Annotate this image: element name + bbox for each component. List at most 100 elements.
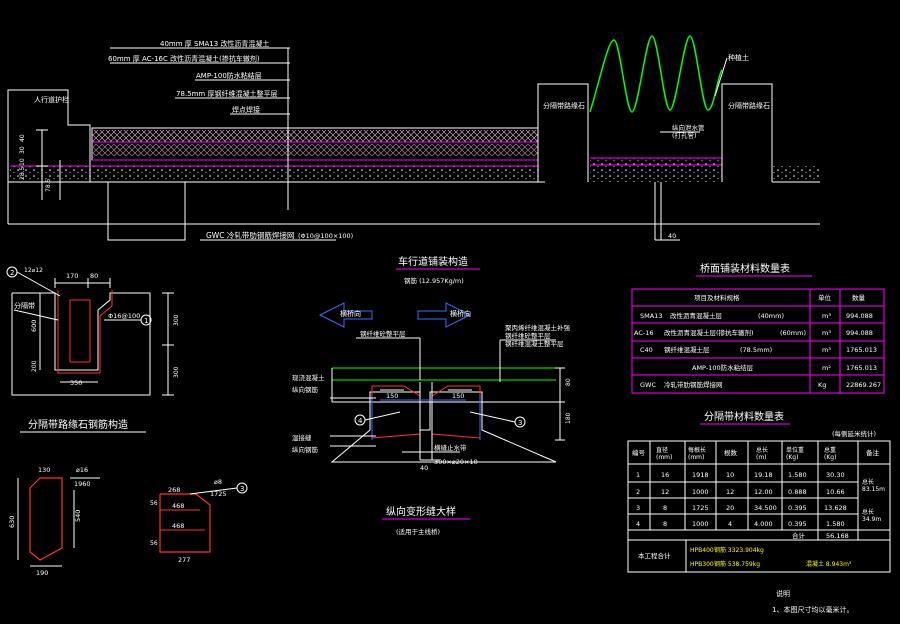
deck-header-2: 数量 [852,293,866,302]
girder-left [107,182,186,241]
curb-dim-top2: 80 [90,272,98,280]
median-cell: 19.18 [754,471,773,479]
dir-left: 横桥向 [340,309,361,318]
notes-item-1: 1、本图尺寸均以毫米计。 [772,605,853,614]
curb-detail [6,266,174,433]
median-row-1: 2 12 1000 12 12.00 0.888 10.66 [636,488,845,496]
deck-header-1: 单位 [818,293,832,302]
bar3-c: 468 [172,522,184,530]
median-h-2: 每根长(mm) [688,446,706,461]
median-h-5: 单位重(Kg) [786,446,804,461]
joint-label-1: 现浇混凝土 [292,373,325,382]
joint-dim-40: 40 [420,464,428,472]
deck-row-qty: 1765.013 [846,364,877,372]
bar1-h2: 540 [74,510,82,522]
median-cell: 10.66 [826,488,845,496]
joint-note-a: 钢纤维砼整平层 [360,329,406,338]
median-cell: 12 [661,488,669,496]
layer-label-5: 焊点焊接 [232,105,260,114]
bar3-d2: 56 [150,540,158,547]
curb-circle-1: 1 [144,317,148,325]
long-joint-subtitle: (适用于主线桥) [396,527,440,536]
bar1-bottom: 190 [36,569,48,577]
dim-40: 40 [19,134,26,142]
bar1-length: 1960 [74,480,91,488]
joint-label-2: 纵向钢筋 [292,385,319,394]
bar3-diameter: ⌀8 [214,478,222,486]
median-cell: 13.628 [824,504,847,512]
median-cell: 0.888 [788,488,807,496]
curb-circle-2: 2 [10,269,14,277]
curb-dim-bottom: 350 [70,379,82,387]
layer-label-4: 78.5mm 厚钢纤维混凝土整平层 [176,89,277,98]
deck-row-unit: Kg [818,381,826,389]
median-row-0: 1 16 1918 10 19.18 1.580 30.30 [636,471,845,479]
median-cell: 8 [663,520,667,528]
median-h-4: 总长(m) [756,446,768,461]
joint-bottom-label: 横缝止水带 [434,443,467,452]
hpb400-value: 钢筋 3323.904kg [714,546,764,554]
deck-row-3: AMP-100防水粘结层 m² 1765.013 [692,363,877,372]
hpb400-label: HPB400 [690,547,714,554]
mesh-label: GWC 冷轧带肋钢筋焊接网 [206,230,294,240]
median-cell: 4 [728,520,732,528]
median-cell: 0.395 [788,504,807,512]
deck-row-prefix: GWC [640,381,656,389]
joint-note-d: 钢纤维混凝土整平层 [505,339,564,348]
median-cell: 1725 [692,504,709,512]
median-cell: 30.30 [826,471,845,479]
hatch-sma [92,130,538,142]
deck-row-thick: (78.5mm) [740,346,772,354]
median-cell: 34.500 [754,504,777,512]
planting-label: 种植土 [728,53,749,62]
curb-dim-right2: 300 [173,366,180,378]
deck-table [631,288,885,394]
median-h-1: 直径(mm) [656,446,672,461]
median-cell: 0.395 [788,520,807,528]
deck-row-unit: m³ [822,329,831,337]
bar1-h1: 630 [8,516,16,528]
deck-row-unit: m³ [822,312,831,320]
planting-wave [589,35,723,113]
deck-row-qty: 1765.013 [846,346,877,354]
deck-row-unit: m³ [822,346,831,354]
deck-row-2: C40 钢纤维混凝土层 (78.5mm) m³ 1765.013 [640,345,877,354]
concrete-dots [10,166,540,182]
median-table-note: (每侧延米统计) [832,429,876,438]
median-cell: 2 [636,488,640,496]
dim-78-5: 78.5 [45,178,52,192]
deck-row-name: 冷轧带肋钢筋焊接网 [664,380,723,389]
joint-subtitle: 钢筋 (12.957Kg/m) [404,276,464,285]
deck-row-4: GWC 冷轧带肋钢筋焊接网 Kg 22869.267 [640,380,881,389]
dim-30: 30 [19,146,26,154]
curb-dim-right1: 300 [173,314,180,326]
concrete-value: 混凝土 8.943m³ [806,560,852,568]
median-cell: 12.00 [754,488,773,496]
deck-row-prefix: C40 [640,346,653,354]
joint-circle-3: 3 [518,419,522,427]
deck-row-1: AC-16 改性沥青混凝土层(掺抗车辙剂) (60mm) m³ 994.088 [634,328,873,337]
hpb300-value: 钢筋 538.759kg [714,560,760,568]
deck-row-prefix: AC-16 [634,329,654,337]
deck-header-0: 项目及材料规格 [694,293,740,302]
median-cell: 1000 [692,520,709,528]
curb-median-label: 分隔带 [14,301,35,310]
median-cell: 4 [636,520,640,528]
median-cell: 1.580 [826,520,845,528]
layer-label-3: AMP-100防水粘结层 [196,71,262,80]
median-h-6: 总重(Kg) [824,446,836,461]
hatch-ac [92,144,538,156]
median-cell: 20 [726,504,734,512]
project-total-label: 本工程合计 [638,551,671,560]
joint-circle-4: 4 [358,417,363,425]
median-total-value: 56.168 [826,532,849,540]
deck-row-qty: 994.088 [846,312,873,320]
joint-dim-180: 180 [565,412,572,424]
median-cell: 1000 [692,488,709,496]
bar3-a: 268 [168,486,180,494]
deck-row-name: AMP-100防水粘结层 [692,363,754,372]
deck-cross-section [7,35,820,241]
mesh-spec-label: (Φ10@100×100) [298,232,353,240]
median-right-label: 分隔带路缘石 [728,101,770,110]
